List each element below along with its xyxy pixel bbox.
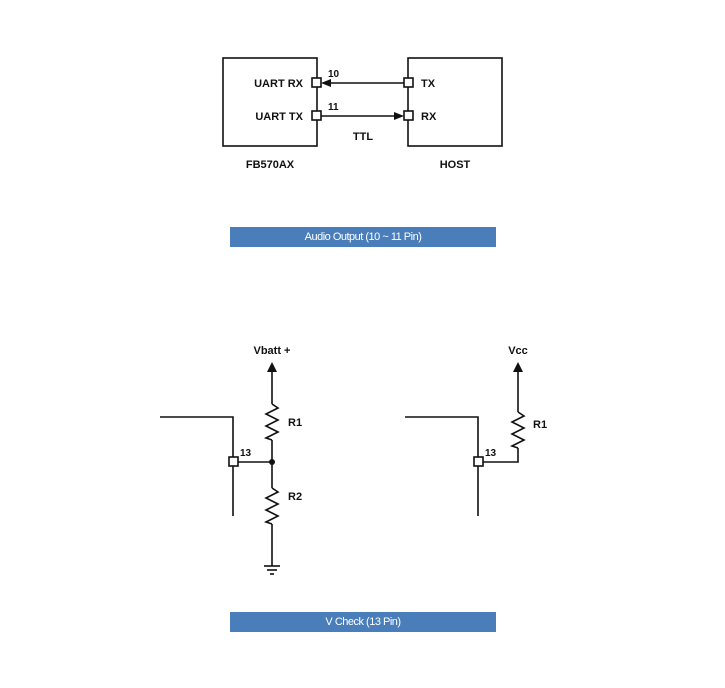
vbatt-arrow-icon — [267, 362, 277, 372]
host-block — [407, 57, 503, 147]
module-outline-left — [160, 416, 234, 516]
pin13-square-left — [228, 456, 239, 467]
pin-13-label-left: 13 — [240, 448, 252, 459]
rx-arrowhead — [321, 79, 331, 87]
r2-label-left: R2 — [288, 491, 302, 503]
pin-11-label: 11 — [328, 102, 339, 113]
uart-rx-label: UART RX — [254, 78, 304, 90]
r1-resistor-right — [509, 411, 526, 449]
module-outline-right — [405, 416, 479, 516]
r1-label-left: R1 — [288, 417, 302, 429]
vcheck-caption: V Check (13 Pin) — [230, 612, 496, 632]
vbatt-label: Vbatt + — [254, 345, 291, 357]
uart-tx-label: UART TX — [255, 111, 303, 123]
audio-output-caption: Audio Output (10 ~ 11 Pin) — [230, 227, 496, 247]
junction-dot — [269, 459, 275, 465]
pin13-wire-right — [483, 448, 519, 463]
pin-10-label: 10 — [328, 69, 340, 80]
host-rx-label: RX — [421, 111, 437, 123]
tx-arrowhead — [394, 112, 404, 120]
host-rx-pin — [403, 110, 414, 121]
host-tx-label: TX — [421, 78, 436, 90]
pin-13-label-right: 13 — [485, 448, 497, 459]
host-tx-pin — [403, 77, 414, 88]
vcc-arrow-icon — [513, 362, 523, 372]
r1-label-right: R1 — [533, 419, 547, 431]
r2-resistor — [263, 487, 280, 525]
fb570ax-block — [222, 57, 318, 147]
r1-resistor — [263, 403, 280, 441]
fb570ax-label: FB570AX — [246, 159, 295, 171]
uart-tx-pin — [311, 110, 322, 121]
pin13-square-right — [473, 456, 484, 467]
vcc-label: Vcc — [508, 345, 528, 357]
host-label: HOST — [440, 159, 471, 171]
ttl-label: TTL — [353, 131, 373, 143]
uart-rx-pin — [311, 77, 322, 88]
